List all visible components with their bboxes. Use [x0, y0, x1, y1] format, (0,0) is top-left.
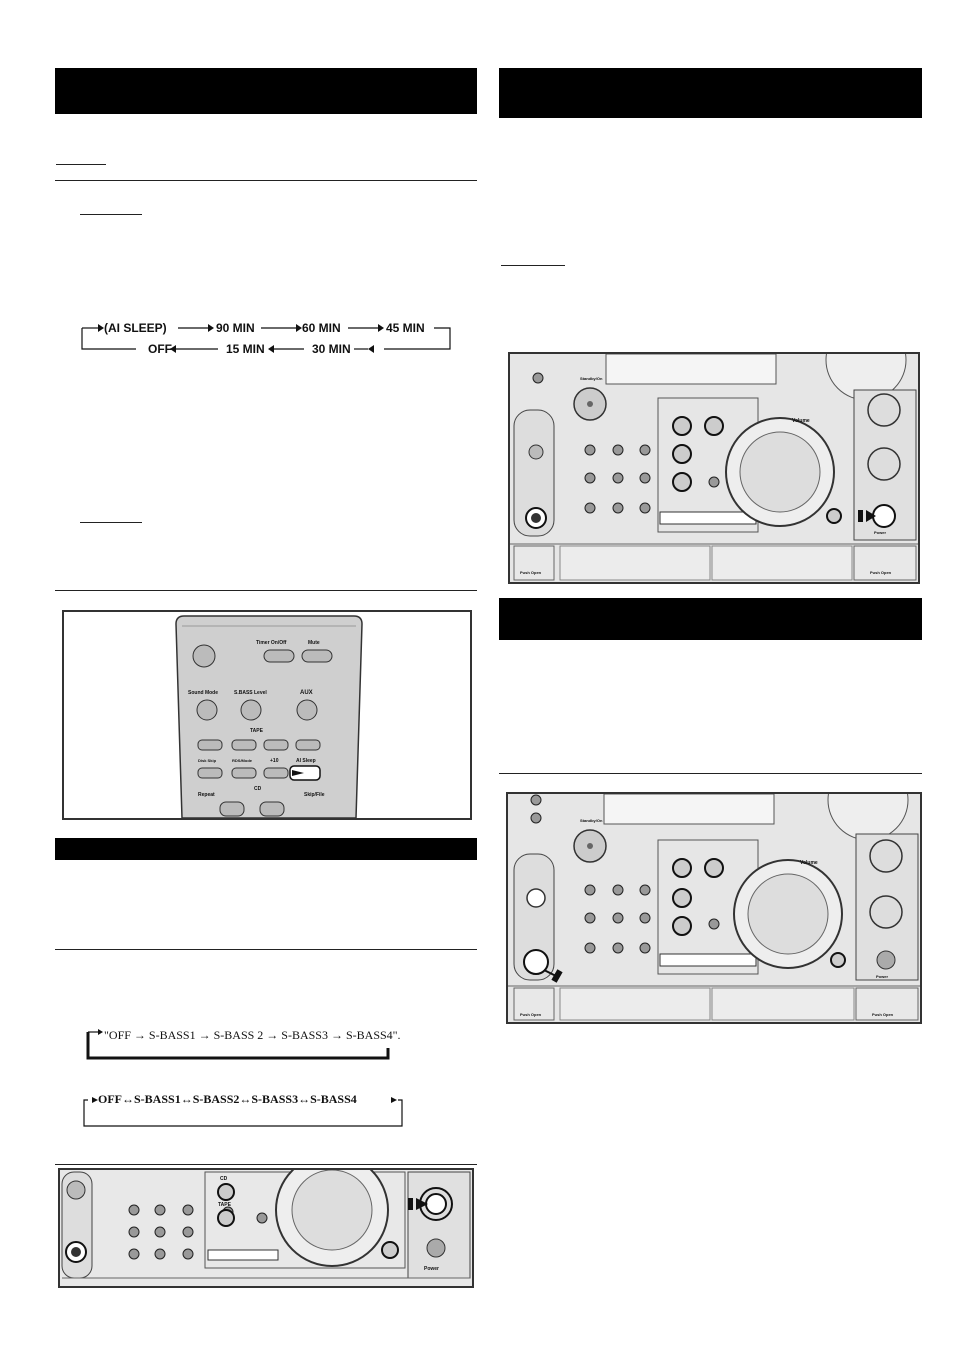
- bidir-arrow: ↔: [239, 1092, 252, 1106]
- panel-crop-label-cd: CD: [220, 1176, 228, 1182]
- sleep-step-30: 30 MIN: [312, 342, 351, 356]
- sleep-sequence-arrows: [81, 324, 451, 353]
- panel1-label-push-open-right: Push Open: [870, 570, 892, 575]
- section-divider: [55, 1164, 477, 1165]
- section-header-bar-sleep: [55, 68, 477, 114]
- step-underline-2: [80, 522, 142, 523]
- section-header-bar-right-2: [499, 598, 922, 640]
- section-header-bar-right-1: [499, 68, 922, 118]
- section-divider: [55, 949, 477, 950]
- bidir-arrow: ↔: [298, 1092, 311, 1106]
- remote-label-repeat: Repeat: [198, 792, 215, 798]
- panel2-label-push-open-left: Push Open: [520, 1012, 542, 1017]
- section-divider: [55, 180, 477, 181]
- remote-illustration-frame: Timer On/Off Mute Sound Mode S.BASS Leve…: [62, 610, 472, 820]
- panel2-label-push-open-right: Push Open: [872, 1012, 894, 1017]
- panel1-label-volume: Volume: [792, 418, 810, 424]
- bidir-arrow: ↔: [180, 1092, 193, 1106]
- panel-crop-label-power: Power: [424, 1266, 440, 1272]
- sbass-step-3: S-BASS3: [251, 1092, 299, 1106]
- panel1-label-standby: Standby/On: [580, 376, 603, 381]
- bidir-arrow: ↔: [122, 1092, 134, 1106]
- panel1-label-power: Power: [874, 530, 887, 535]
- section-divider: [499, 773, 922, 774]
- front-panel-full-headphone: Standby/On Volume Power Push Open Push O…: [506, 792, 922, 1024]
- remote-label-ai-sleep: AI Sleep: [296, 758, 316, 764]
- remote-label-skip-file: Skip/File: [304, 792, 325, 798]
- sbass-seq-text-1: "OFF → S-BASS1 → S-BASS 2 → S-BASS3 → S-…: [104, 1028, 401, 1042]
- remote-label-cd: CD: [254, 786, 262, 792]
- sleep-step-90: 90 MIN: [216, 321, 255, 335]
- remote-label-tape: TAPE: [250, 728, 263, 734]
- remote-label-sound-mode: Sound Mode: [188, 690, 218, 696]
- front-panel-image-2: [508, 794, 920, 1021]
- sleep-step-45: 45 MIN: [386, 321, 425, 335]
- note-underline-right: [501, 265, 565, 266]
- remote-label-sbass: S.BASS Level: [234, 690, 267, 696]
- sbass-step-2: S-BASS2: [192, 1092, 240, 1106]
- sbass-sequence-remote-arrow: [86, 1029, 390, 1060]
- remote-label-mute: Mute: [308, 640, 320, 646]
- section-header-bar-sbass: [55, 838, 477, 860]
- step-underline-1: [80, 214, 142, 215]
- section-divider: [55, 590, 477, 591]
- remote-label-rds: RDS/Mode: [232, 758, 252, 763]
- panel-crop-label-tape: TAPE: [218, 1202, 231, 1208]
- sleep-step-60: 60 MIN: [302, 321, 341, 335]
- sbass-step-1: S-BASS1: [134, 1092, 181, 1106]
- front-panel-crop-image: [61, 1170, 471, 1279]
- panel2-label-volume: Volume: [800, 860, 818, 866]
- sbass-step-off: OFF: [98, 1092, 122, 1106]
- panel1-label-push-open-left: Push Open: [520, 570, 542, 575]
- front-panel-image-1: [510, 354, 918, 581]
- sleep-step-15: 15 MIN: [226, 342, 265, 356]
- front-panel-full-power: Standby/On Volume Power Push Open Push O…: [508, 352, 920, 584]
- remote-control-image: [175, 615, 363, 818]
- sleep-step-ai-sleep: (AI SLEEP): [104, 321, 167, 335]
- remote-label-timer: Timer On/Off: [256, 640, 287, 646]
- sbass-step-4: S-BASS4: [310, 1092, 357, 1106]
- front-panel-crop-sbass: CD TAPE Power: [58, 1168, 474, 1288]
- sbass-sequence-unit-arrow: [83, 1097, 403, 1127]
- note-underline: [56, 164, 106, 165]
- remote-label-aux: AUX: [300, 690, 313, 696]
- panel2-label-standby: Standby/On: [580, 818, 603, 823]
- sbass-seq-row-2: OFF↔S-BASS1↔S-BASS2↔S-BASS3↔S-BASS4: [98, 1092, 357, 1107]
- panel2-label-power: Power: [876, 974, 889, 979]
- remote-label-plus10: +10: [270, 758, 279, 764]
- sleep-step-off: OFF: [148, 342, 172, 356]
- remote-label-cdsync: Disk Skip: [198, 758, 217, 763]
